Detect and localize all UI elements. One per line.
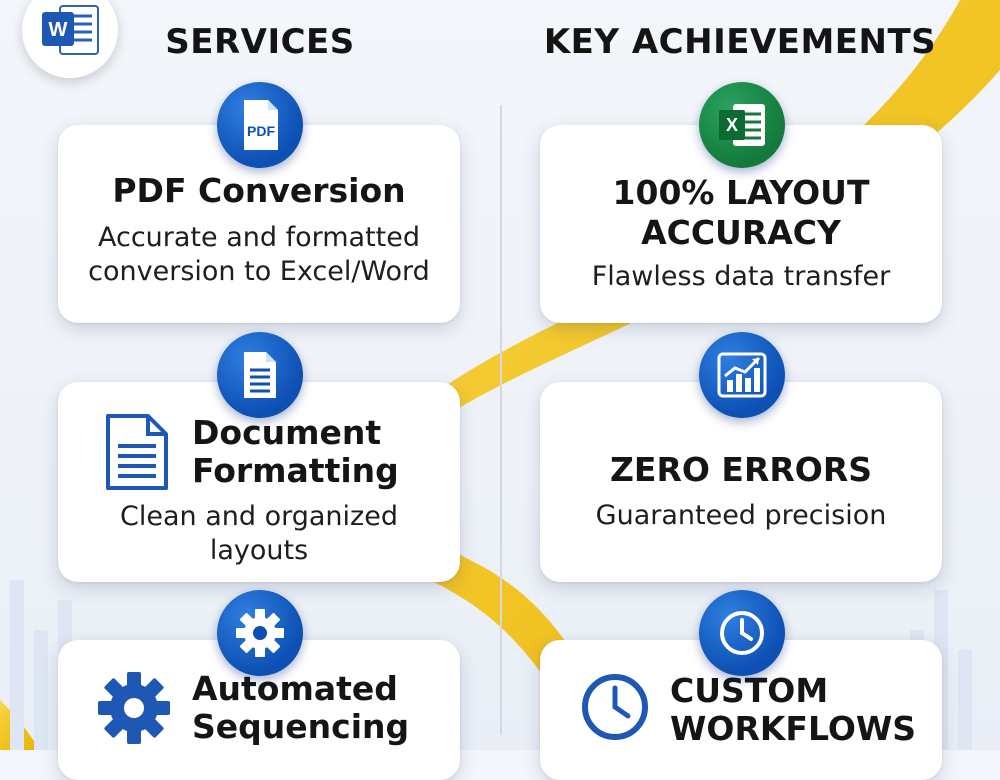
document-icon — [104, 412, 170, 496]
gear-icon — [96, 670, 172, 750]
title-line: WORKFLOWS — [670, 709, 917, 748]
word-logo-icon: W — [22, 0, 118, 78]
pdf-file-icon: PDF — [217, 82, 303, 168]
title-line: ACCURACY — [641, 213, 841, 252]
card-description: Accurate and formatted conversion to Exc… — [58, 221, 460, 289]
title-line: CUSTOM — [670, 671, 829, 710]
card-title: CUSTOM WORKFLOWS — [670, 672, 916, 748]
card-description: Clean and organized layouts — [58, 500, 460, 568]
excel-logo-icon: X — [699, 82, 785, 168]
card-title: Document Formatting — [192, 414, 399, 490]
growth-chart-icon — [699, 332, 785, 418]
title-line: 100% LAYOUT — [612, 173, 870, 212]
svg-text:X: X — [726, 115, 738, 135]
description-line: layouts — [209, 535, 309, 566]
document-icon — [217, 332, 303, 418]
key-achievements-heading: KEY ACHIEVEMENTS — [543, 22, 937, 62]
column-divider — [500, 105, 502, 735]
clock-icon — [580, 672, 650, 746]
service-card-document-formatting: Document Formatting Clean and organized … — [58, 382, 460, 582]
achievement-card-layout-accuracy: 100% LAYOUT ACCURACY Flawless data trans… — [540, 125, 942, 323]
card-title: PDF Conversion — [112, 171, 406, 210]
title-line: Document — [192, 413, 382, 452]
card-title: ZERO ERRORS — [609, 450, 873, 489]
card-title: 100% LAYOUT ACCURACY — [540, 173, 942, 253]
card-description: Guaranteed precision — [595, 500, 887, 531]
achievement-card-custom-workflows: CUSTOM WORKFLOWS — [540, 640, 942, 780]
title-line: Sequencing — [192, 707, 410, 746]
gear-icon — [217, 590, 303, 676]
svg-text:W: W — [49, 19, 68, 41]
clock-icon — [699, 590, 785, 676]
description-line: Clean and organized — [120, 501, 398, 532]
title-line: Formatting — [192, 451, 399, 490]
card-title: Automated Sequencing — [192, 670, 409, 746]
description-line: conversion to Excel/Word — [88, 256, 430, 287]
svg-text:PDF: PDF — [247, 123, 275, 139]
description-line: Accurate and formatted — [97, 222, 421, 253]
services-heading: SERVICES — [165, 22, 355, 62]
card-description: Flawless data transfer — [591, 261, 891, 292]
title-line: Automated — [192, 669, 398, 708]
